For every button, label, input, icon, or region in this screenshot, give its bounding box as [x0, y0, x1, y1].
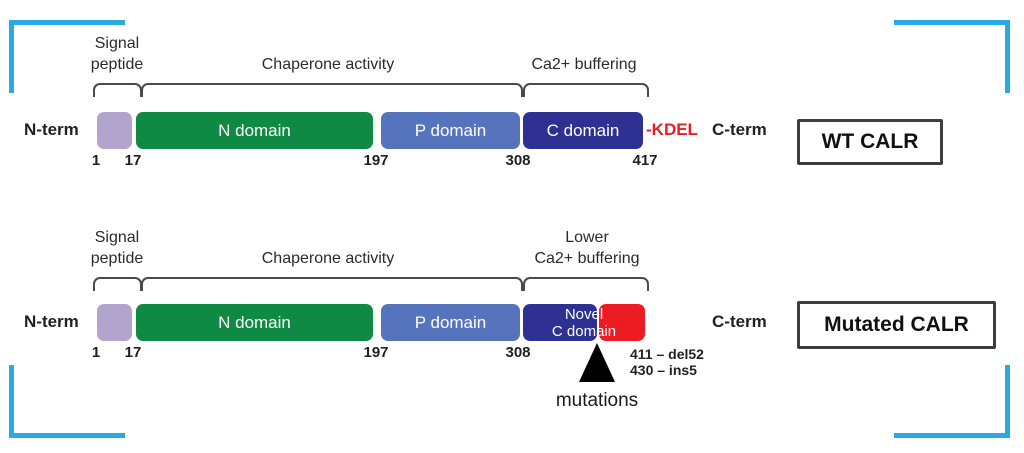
wt-position-308: 308 — [505, 152, 531, 169]
mutated-n-term-label: N-term — [24, 312, 79, 331]
wt-c-domain-label: C domain — [546, 121, 620, 140]
mutated-signal-peptide-segment — [97, 304, 132, 341]
mutated-lower-ca-label-line2: Ca2+ buffering — [534, 250, 640, 267]
mutated-lower-ca-label-line1: Lower — [565, 229, 609, 246]
mutated-signal-peptide-label: Signal peptide — [77, 227, 157, 269]
wt-signal-peptide-segment — [97, 112, 132, 149]
mutated-novel-c-domain-segment — [523, 304, 597, 341]
mutated-chaperone-brace — [141, 277, 523, 291]
wt-p-domain-segment: P domain — [381, 112, 520, 149]
mutated-signal-peptide-label-line2: peptide — [90, 250, 144, 267]
wt-calr-name-box: WT CALR — [797, 119, 943, 165]
mutated-novel-c-domain-label-line2: C domain — [551, 323, 617, 340]
mutation-note-ins5: 430 – ins5 — [630, 362, 697, 378]
wt-signal-peptide-label-line2: peptide — [90, 56, 144, 73]
mutated-n-domain-segment: N domain — [136, 304, 373, 341]
mutated-position-197: 197 — [363, 344, 389, 361]
mutated-tail-segment — [599, 304, 645, 341]
wt-chaperone-brace — [141, 83, 523, 97]
mutated-lower-ca-buffering-label: Lower Ca2+ buffering — [507, 227, 667, 269]
wt-n-domain-segment: N domain — [136, 112, 373, 149]
mutated-p-domain-label: P domain — [414, 313, 487, 332]
mutated-chaperone-activity-label: Chaperone activity — [261, 250, 395, 267]
wt-n-term-label: N-term — [24, 120, 79, 139]
wt-ca-buffering-label: Ca2+ buffering — [531, 56, 637, 73]
wt-c-term-label: C-term — [712, 120, 767, 139]
mutated-novel-c-domain-label-line1: Novel — [564, 306, 604, 323]
mutated-p-domain-segment: P domain — [381, 304, 520, 341]
wt-position-417: 417 — [632, 152, 658, 169]
mutation-notes: 411 – del52 430 – ins5 — [630, 346, 704, 378]
mutated-novel-c-domain-label: Novel C domain — [523, 306, 645, 340]
mutations-label: mutations — [555, 390, 639, 411]
mutated-n-domain-label: N domain — [218, 313, 291, 332]
mutated-ca-buffering-brace — [523, 277, 649, 291]
wt-signal-peptide-label-line1: Signal — [94, 35, 140, 52]
mutated-signal-peptide-brace — [93, 277, 142, 291]
frame-corner-top-left-icon — [9, 20, 125, 93]
mutated-calr-name-box: Mutated CALR — [797, 301, 996, 349]
wt-chaperone-activity-label: Chaperone activity — [261, 56, 395, 73]
wt-signal-peptide-label: Signal peptide — [77, 33, 157, 75]
wt-c-domain-segment: C domain — [523, 112, 643, 149]
wt-position-197: 197 — [363, 152, 389, 169]
frame-corner-bottom-left-icon — [9, 365, 125, 438]
wt-ca-buffering-brace — [523, 83, 649, 97]
wt-position-1: 1 — [91, 152, 101, 169]
mutations-triangle-icon — [579, 343, 615, 382]
frame-corner-top-right-icon — [894, 20, 1010, 93]
mutated-position-1: 1 — [91, 344, 101, 361]
mutated-c-term-label: C-term — [712, 312, 767, 331]
mutated-position-17: 17 — [124, 344, 142, 361]
mutated-position-308: 308 — [505, 344, 531, 361]
wt-signal-peptide-brace — [93, 83, 142, 97]
wt-n-domain-label: N domain — [218, 121, 291, 140]
wt-kdel-label: -KDEL — [646, 120, 698, 139]
wt-p-domain-label: P domain — [414, 121, 487, 140]
mutated-signal-peptide-label-line1: Signal — [94, 229, 140, 246]
wt-position-17: 17 — [124, 152, 142, 169]
frame-corner-bottom-right-icon — [894, 365, 1010, 438]
mutation-note-del52: 411 – del52 — [630, 346, 704, 362]
